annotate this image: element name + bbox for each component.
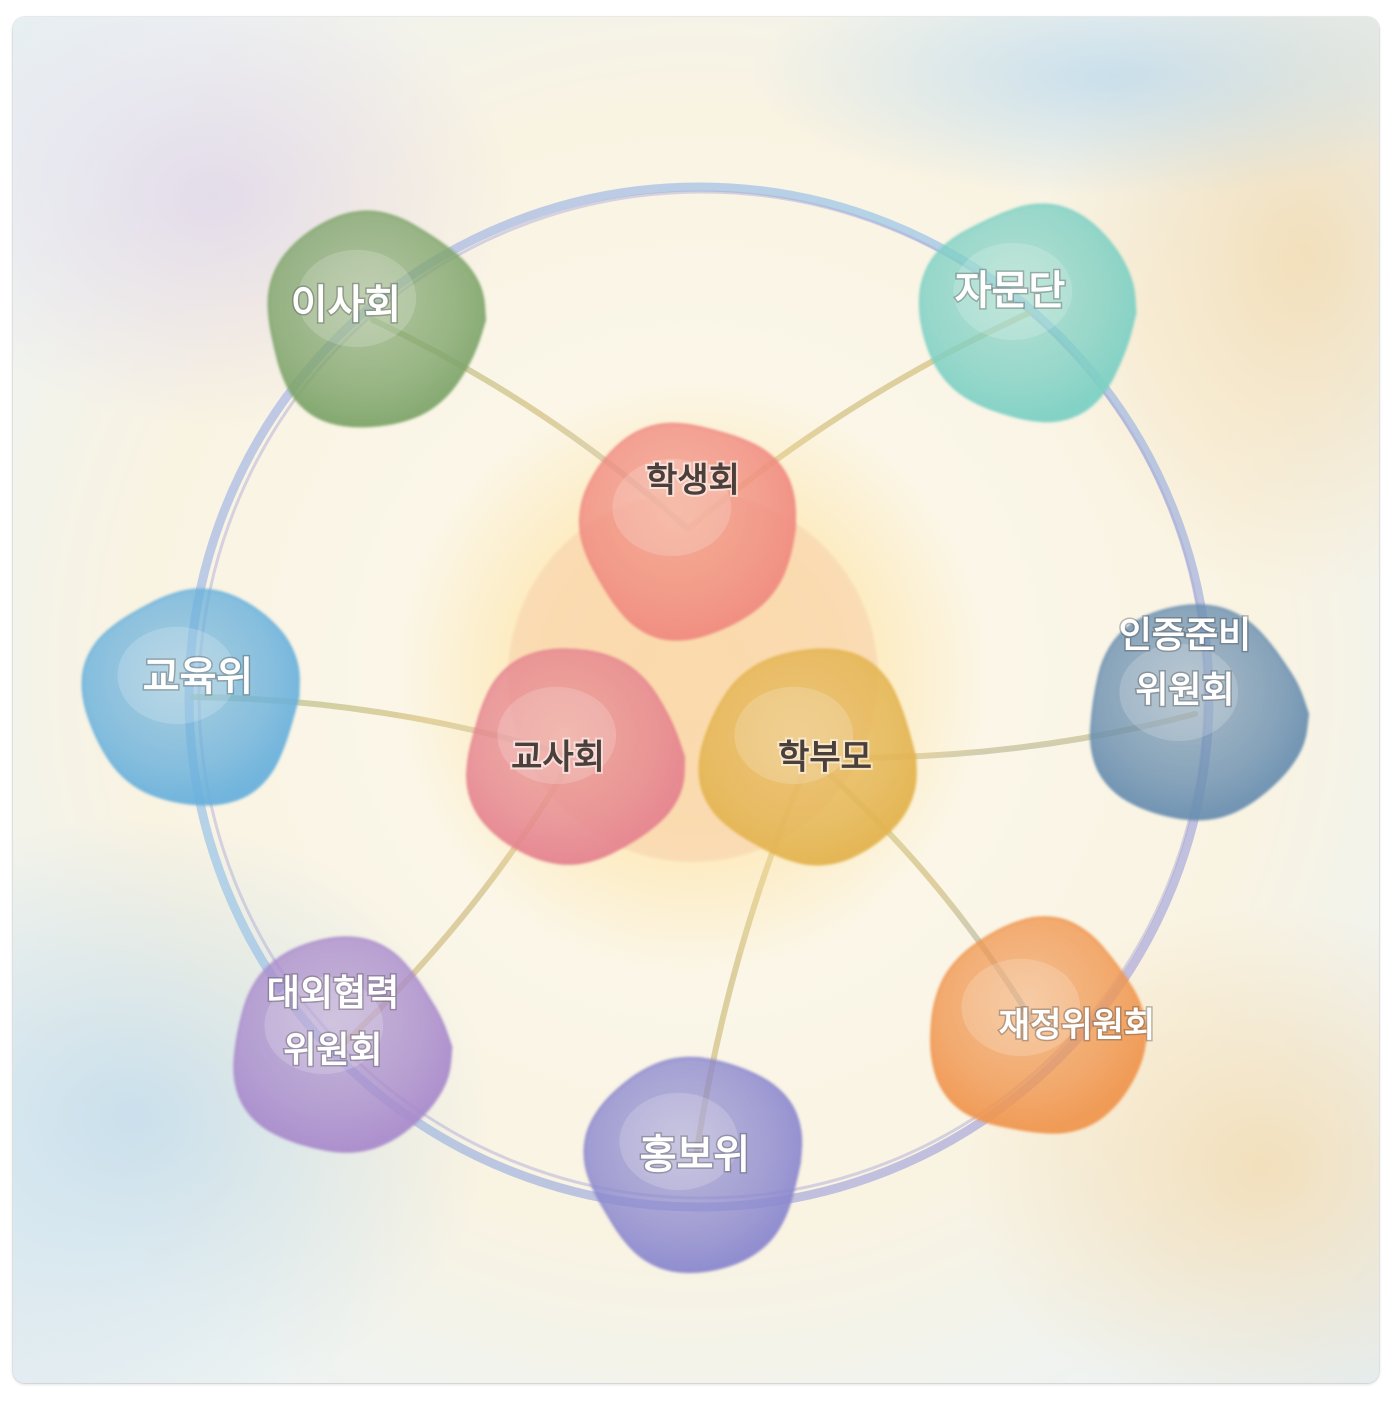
label-pr-0: 홍보위 [640,1132,750,1178]
center-teacher [465,648,686,866]
label-accreditation-0: 인증준비 [1119,615,1251,656]
label-teacher: 교사회 [511,738,605,778]
node-pr [583,1056,803,1274]
node-finance [929,916,1149,1135]
label-student: 학생회 [646,461,740,501]
center-student [578,422,797,642]
node-accreditation [1089,604,1310,821]
label-finance-0: 재정위원회 [999,1006,1155,1046]
label-parent: 학부모 [778,738,872,778]
label-accreditation-1: 위원회 [1135,670,1234,711]
label-external-1: 위원회 [283,1030,382,1071]
node-advisory [918,203,1137,423]
node-board [267,210,487,428]
label-external-0: 대외협력 [267,973,399,1014]
wash-blue-top [753,17,1379,197]
node-education [81,588,301,806]
label-education-0: 교육위 [143,654,253,700]
center-trefoil [465,422,918,866]
center-parent [698,648,918,866]
label-advisory-0: 자문단 [955,268,1066,314]
node-external [232,936,453,1154]
label-board-0: 이사회 [291,282,401,328]
outer-nodes [81,203,1310,1274]
